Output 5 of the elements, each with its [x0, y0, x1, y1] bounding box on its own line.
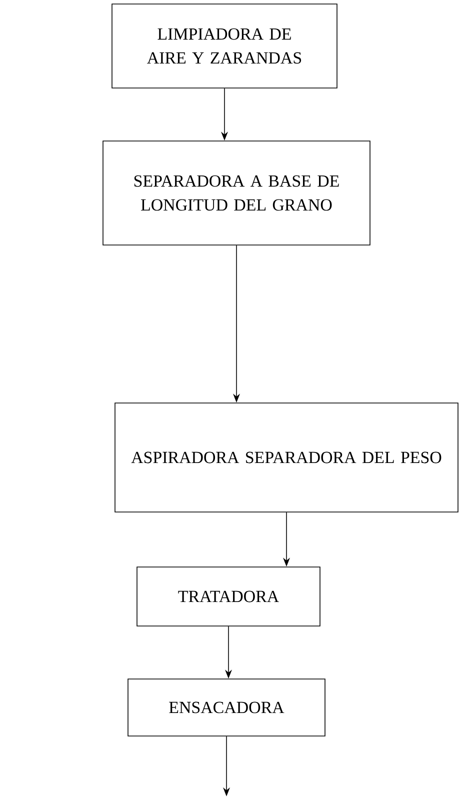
- process-box: TRATADORA: [136, 566, 320, 626]
- process-box: LIMPIADORA DE AIRE Y ZARANDAS: [112, 4, 338, 88]
- process-box: SEPARADORA A BASE DE LONGITUD DEL GRANO: [102, 140, 370, 246]
- process-box: ENSACADORA: [128, 678, 326, 736]
- process-box: ASPIRADORA SEPARADORA DEL PESO: [114, 402, 458, 512]
